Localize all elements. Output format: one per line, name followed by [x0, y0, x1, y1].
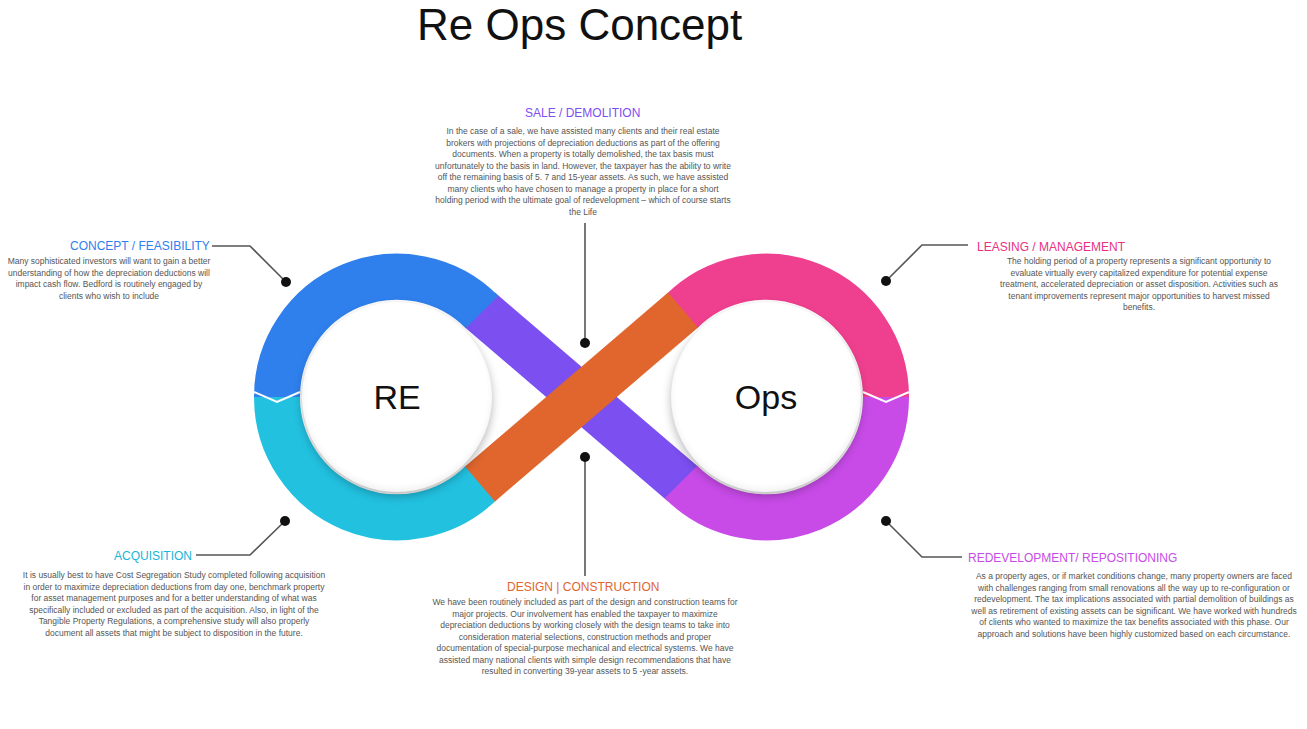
callout-heading: SALE / DEMOLITION: [525, 106, 640, 120]
purple-band: [480, 310, 683, 484]
ring-circle: Ops: [671, 302, 861, 492]
callout-heading: REDEVELOPMENT/ REPOSITIONING: [968, 551, 1177, 565]
callout-body: Many sophisticated investors will want t…: [4, 256, 214, 302]
callout-heading: LEASING / MANAGEMENT: [977, 240, 1125, 254]
circle-label: Ops: [735, 378, 797, 417]
diagram-title: Re Ops Concept: [417, 0, 742, 50]
callout-dot: [881, 276, 891, 286]
orange-band: [480, 310, 683, 484]
callout-body: The holding period of a property represe…: [1000, 256, 1278, 314]
leader-line: [584, 457, 586, 576]
circle-label: RE: [373, 378, 420, 417]
ring-notch: [254, 392, 300, 402]
callout-body: As a property ages, or if market conditi…: [968, 571, 1300, 640]
callout-body: We have been routinely included as part …: [430, 597, 740, 678]
callout-heading: DESIGN | CONSTRUCTION: [507, 580, 659, 594]
callout-dot: [580, 338, 590, 348]
leader-line: [584, 223, 586, 343]
callout-dot: [280, 516, 290, 526]
callout-body: In the case of a sale, we have assisted …: [433, 126, 733, 218]
ring-circle: RE: [302, 302, 492, 492]
callout-heading: ACQUISITION: [114, 549, 192, 563]
leader-line: [196, 521, 285, 555]
leader-line: [886, 245, 968, 281]
leader-line: [886, 521, 962, 557]
ring-notch: [863, 392, 909, 402]
callout-dot: [580, 452, 590, 462]
leader-line: [212, 246, 286, 282]
callout-body: It is usually best to have Cost Segregat…: [20, 570, 328, 639]
callout-heading: CONCEPT / FEASIBILITY: [70, 239, 210, 253]
callout-dot: [281, 277, 291, 287]
callout-dot: [881, 516, 891, 526]
